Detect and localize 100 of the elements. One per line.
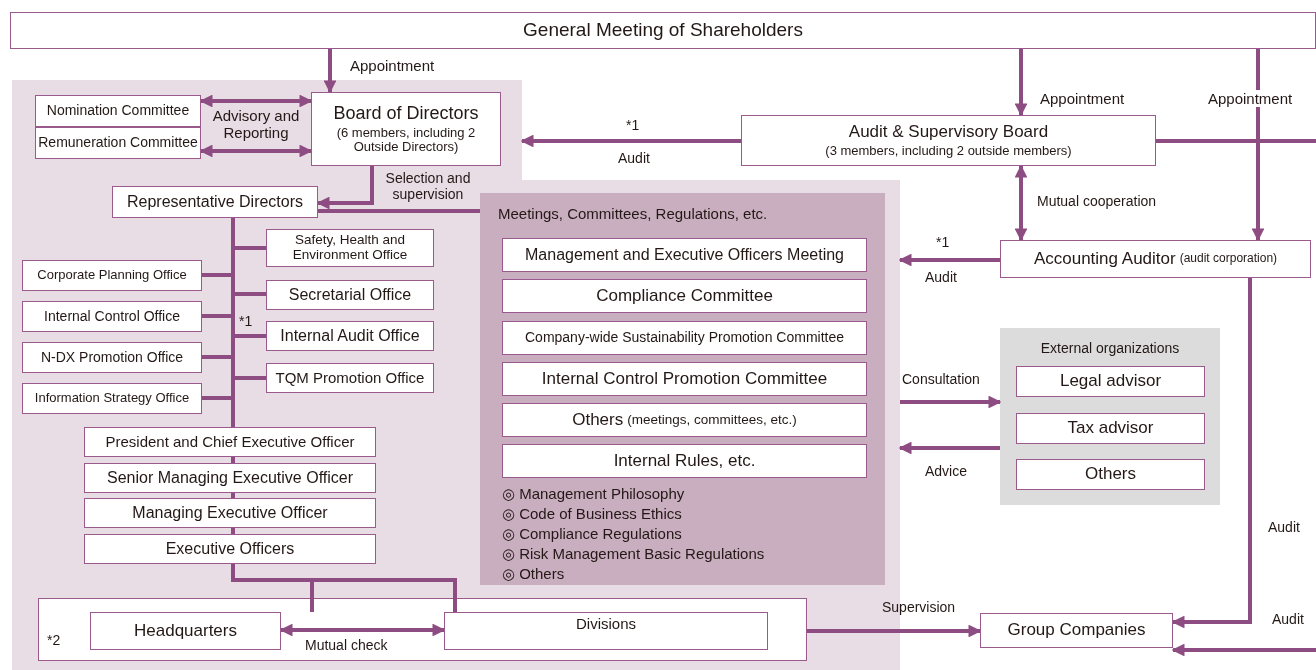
box-label: Internal Control Office <box>44 308 180 325</box>
edge-label: Advice <box>925 463 968 480</box>
edge-label: Audit <box>925 269 957 286</box>
org-box <box>980 613 1173 648</box>
org-box <box>1016 413 1205 444</box>
footnote-mark: *2 <box>47 632 61 648</box>
box-label: Board of Directors <box>333 103 479 124</box>
box-label: Internal Control Promotion Committee <box>541 369 828 389</box>
org-box <box>35 95 201 127</box>
box-label: Remuneration Committee <box>38 135 198 151</box>
box-label: Tax advisor <box>1067 419 1154 438</box>
connector-arrow <box>1014 164 1028 242</box>
panel-heading: Meetings, Committees, Regulations, etc. <box>498 205 768 222</box>
box-label: Legal advisor <box>1059 372 1162 391</box>
org-box <box>1000 240 1311 278</box>
org-box <box>35 127 201 159</box>
box-label: Others <box>1085 465 1136 484</box>
org-box <box>266 229 434 267</box>
org-box <box>266 363 434 393</box>
box-label: Executive Officers <box>165 540 295 558</box>
footnote-mark: *1 <box>936 234 950 251</box>
connector-arrow <box>898 253 1000 267</box>
edge-label: Mutual check <box>305 637 388 654</box>
org-box <box>502 444 867 478</box>
connector-arrow <box>1251 49 1265 242</box>
edge-label: Appointment <box>350 57 435 75</box>
connector-line <box>318 209 480 213</box>
connector-arrow <box>279 623 446 637</box>
org-box <box>84 463 376 493</box>
org-box <box>741 115 1156 166</box>
group-box <box>38 598 807 661</box>
org-box <box>266 321 434 351</box>
box-label: Nomination Committee <box>46 103 190 119</box>
box-subtitle: (audit corporation) <box>1179 252 1278 266</box>
box-label: Internal Rules, etc. <box>613 451 756 471</box>
org-box <box>502 362 867 396</box>
org-box <box>502 403 867 437</box>
list-item: ◎ Code of Business Ethics <box>502 505 682 523</box>
box-label: Safety, Health and Environment Office <box>291 233 409 263</box>
box-label: Others <box>572 410 624 430</box>
box-label: Information Strategy Office <box>34 391 190 406</box>
connector-line <box>231 528 235 534</box>
box-label: Headquarters <box>134 621 237 641</box>
connector-line <box>1156 139 1316 143</box>
connector-arrow <box>807 624 982 638</box>
org-box <box>112 186 318 218</box>
list-item: ◎ Compliance Regulations <box>502 525 682 543</box>
edge-label: Advisory and Reporting <box>211 107 301 142</box>
connector-arrow <box>520 134 741 148</box>
box-label: TQM Promotion Office <box>275 369 425 387</box>
org-box <box>502 238 867 272</box>
list-item: ◎ Management Philosophy <box>502 485 685 503</box>
connector-arrow <box>323 49 337 94</box>
connector-arrow <box>900 395 1002 409</box>
edge-label: Supervision <box>882 599 956 616</box>
box-label: Management and Executive Officers Meeting <box>525 246 844 264</box>
connector-arrow <box>1014 49 1028 117</box>
org-box <box>22 301 202 332</box>
box-label: General Meeting of Shareholders <box>523 20 803 41</box>
org-box <box>444 612 768 650</box>
panel <box>1000 328 1220 505</box>
org-box <box>1016 459 1205 490</box>
org-box <box>266 280 434 310</box>
connector-arrow <box>199 94 313 108</box>
box-label: Company-wide Sustainability Promotion Committee <box>525 330 844 346</box>
connector-line <box>231 493 235 498</box>
box-label: Managing Executive Officer <box>132 504 328 522</box>
box-label: Senior Managing Executive Officer <box>106 469 354 487</box>
connector-arrow <box>1171 643 1316 657</box>
box-label: N-DX Promotion Office <box>40 349 184 366</box>
box-label: Group Companies <box>1007 621 1146 640</box>
box-subtitle: (meetings, committees, etc.) <box>627 412 797 428</box>
connector-line <box>231 457 235 463</box>
footnote-mark: *1 <box>626 117 640 134</box>
org-box <box>1016 366 1205 397</box>
edge-label: Audit <box>618 150 650 167</box>
org-box <box>90 612 281 650</box>
box-label: Accounting Auditor <box>1033 249 1176 269</box>
footnote-mark: *1 <box>239 313 253 330</box>
connector-arrow <box>316 166 374 210</box>
box-label: Audit & Supervisory Board <box>848 123 1049 142</box>
box-subtitle: (3 members, including 2 outside members) <box>825 143 1072 158</box>
org-box <box>84 498 376 528</box>
org-box <box>84 534 376 564</box>
panel-heading: External organizations <box>1039 340 1181 356</box>
box-label: Internal Audit Office <box>280 327 420 345</box>
edge-label: Consultation <box>902 371 980 388</box>
edge-label: Audit <box>1272 611 1304 628</box>
edge-label: Mutual cooperation <box>1037 193 1157 210</box>
edge-label: Appointment <box>1040 90 1125 108</box>
box-label: President and Chief Executive Officer <box>105 433 355 451</box>
box-label: Corporate Planning Office <box>37 268 187 283</box>
org-box <box>311 92 501 166</box>
box-label: Compliance Committee <box>596 286 773 306</box>
org-box <box>22 260 202 291</box>
panel <box>480 193 885 585</box>
box-label: Secretarial Office <box>288 286 412 304</box>
list-item: ◎ Risk Management Basic Regulations <box>502 545 765 563</box>
connector-arrow <box>199 144 313 158</box>
box-label: Representative Directors <box>126 193 304 211</box>
